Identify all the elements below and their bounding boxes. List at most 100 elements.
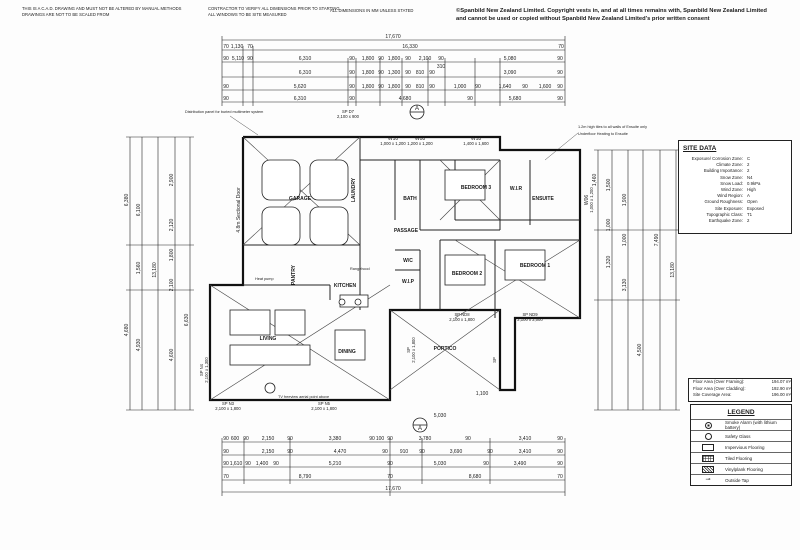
svg-text:90: 90: [419, 449, 425, 455]
svg-text:90: 90: [465, 436, 471, 442]
bottom-dimensions: 90 600 90 2,150 90 3,380 90 100 90 3,780…: [223, 391, 563, 492]
svg-text:70: 70: [557, 474, 563, 480]
room-passage: PASSAGE: [394, 228, 419, 234]
svg-text:SP N3: SP N3: [222, 401, 235, 406]
svg-text:90: 90: [557, 56, 563, 62]
site-data-panel: SITE DATA Exposure/ Corrosion Zone:C Cli…: [678, 140, 792, 234]
site-data-row: Ground Roughness:Open: [704, 199, 758, 205]
svg-text:1,800: 1,800: [388, 56, 401, 62]
legend-item: Safety Glass: [691, 430, 791, 441]
svg-text:70: 70: [223, 44, 229, 50]
impervious-flooring-icon: [702, 443, 714, 451]
overall-depth-left: 13,180: [152, 262, 158, 278]
rangehood-label: Rangehood: [350, 267, 370, 271]
svg-text:3,410: 3,410: [519, 436, 532, 442]
site-data-title: SITE DATA: [683, 145, 717, 152]
area-row: Site Coverage Area:196.00 m²: [693, 392, 791, 398]
svg-text:90: 90: [557, 84, 563, 90]
svg-text:3,780: 3,780: [419, 436, 432, 442]
site-data-row: Wind Zone:High: [721, 187, 756, 193]
svg-text:2,100 x 900: 2,100 x 900: [337, 114, 360, 119]
legend-item: Vinylplank Flooring: [691, 463, 791, 474]
svg-text:1,000: 1,000: [454, 84, 467, 90]
room-pantry: PANTRY: [291, 264, 297, 285]
svg-text:6,310: 6,310: [294, 96, 307, 102]
svg-text:A: A: [415, 106, 419, 112]
svg-text:2,150: 2,150: [262, 436, 275, 442]
room-kitchen: KITCHEN: [334, 283, 357, 289]
svg-text:90: 90: [557, 449, 563, 455]
svg-text:8,680: 8,680: [469, 474, 482, 480]
room-bedroom2: BEDROOM 2: [452, 271, 483, 277]
svg-text:90: 90: [287, 449, 293, 455]
legend-title: LEGEND: [727, 409, 755, 416]
outside-tap-icon: ⊸: [705, 476, 711, 483]
svg-text:90: 90: [243, 436, 249, 442]
svg-text:4,500: 4,500: [637, 344, 643, 357]
svg-text:90: 90: [438, 56, 444, 62]
room-ensuite: ENSUITE: [532, 196, 554, 202]
area-summary-panel: Floor Area (Over Framing):194.07 m² Floo…: [688, 378, 792, 402]
svg-text:W08: W08: [415, 136, 426, 142]
svg-text:90: 90: [223, 84, 229, 90]
svg-text:1,800: 1,800: [362, 70, 375, 76]
svg-text:310: 310: [437, 64, 446, 70]
svg-text:70: 70: [223, 474, 229, 480]
room-wir: W.I.R: [510, 186, 523, 192]
svg-text:5,030: 5,030: [434, 461, 447, 467]
svg-text:1,800: 1,800: [388, 84, 401, 90]
tiled-flooring-icon: [702, 454, 714, 462]
legend-item: ⊸ Outside Tap: [691, 474, 791, 485]
svg-text:90: 90: [378, 56, 384, 62]
svg-text:1,400 x 1,600: 1,400 x 1,600: [463, 141, 489, 146]
svg-text:4,680: 4,680: [124, 324, 130, 337]
svg-text:90: 90: [245, 461, 251, 467]
room-labels: GARAGE LAUNDRY BEDROOM 3 BEDROOM 2 BEDRO…: [260, 177, 555, 355]
svg-text:6,310: 6,310: [299, 56, 312, 62]
svg-text:SP D7: SP D7: [342, 109, 355, 114]
svg-text:70: 70: [247, 44, 253, 50]
svg-text:90: 90: [223, 96, 229, 102]
svg-text:810: 810: [416, 70, 425, 76]
site-data-row: Building Importance:2: [703, 168, 750, 174]
copyright-notice: ©Spanbild New Zealand Limited. Copyright…: [456, 8, 767, 22]
svg-text:4,680: 4,680: [399, 96, 412, 102]
legend-item: Tiled Flooring: [691, 452, 791, 463]
site-data-row: Wind Region:A: [717, 193, 750, 199]
svg-text:2,100: 2,100: [169, 279, 175, 292]
callouts: Distribution panel for buried multimeter…: [185, 110, 647, 399]
svg-text:W18: W18: [471, 136, 482, 142]
svg-text:2,100 x 1,800: 2,100 x 1,800: [449, 317, 475, 322]
tile-callout: 1.2m high tiles to all walls of Ensuite …: [578, 125, 647, 129]
vinylplank-flooring-icon: [702, 465, 714, 473]
porch-width: 5,030: [434, 413, 447, 419]
svg-text:2,150: 2,150: [262, 449, 275, 455]
svg-text:70: 70: [558, 44, 564, 50]
site-data-row: Snow Zone:N4: [720, 174, 753, 180]
furniture: [229, 169, 546, 394]
svg-text:W06: W06: [584, 195, 590, 206]
windows-note: ALL WINDOWS TO BE SITE MEASURED: [208, 12, 287, 17]
svg-text:5,110: 5,110: [232, 56, 244, 62]
svg-text:2,100 x 1,800: 2,100 x 1,800: [411, 337, 416, 363]
svg-text:2,100: 2,100: [419, 56, 432, 62]
area-row: Floor Area (Over Framing):194.07 m²: [693, 379, 791, 384]
svg-text:90: 90: [387, 436, 393, 442]
svg-text:90: 90: [405, 70, 411, 76]
svg-text:3,410: 3,410: [519, 449, 532, 455]
svg-text:90: 90: [487, 449, 493, 455]
svg-text:1,460: 1,460: [592, 174, 598, 187]
svg-text:600: 600: [231, 436, 240, 442]
svg-text:1,000: 1,000: [606, 219, 612, 232]
svg-text:3,380: 3,380: [329, 436, 342, 442]
svg-text:1,900: 1,900: [622, 194, 628, 207]
svg-text:70: 70: [387, 474, 393, 480]
room-laundry: LAUNDRY: [351, 177, 357, 202]
svg-text:90: 90: [557, 96, 563, 102]
svg-text:2,100 x 1,300: 2,100 x 1,300: [204, 357, 209, 383]
svg-text:SP N4: SP N4: [199, 363, 204, 376]
svg-text:2,900: 2,900: [169, 174, 175, 187]
svg-text:90: 90: [378, 84, 384, 90]
svg-text:2,100 x 1,800: 2,100 x 1,800: [311, 406, 337, 411]
